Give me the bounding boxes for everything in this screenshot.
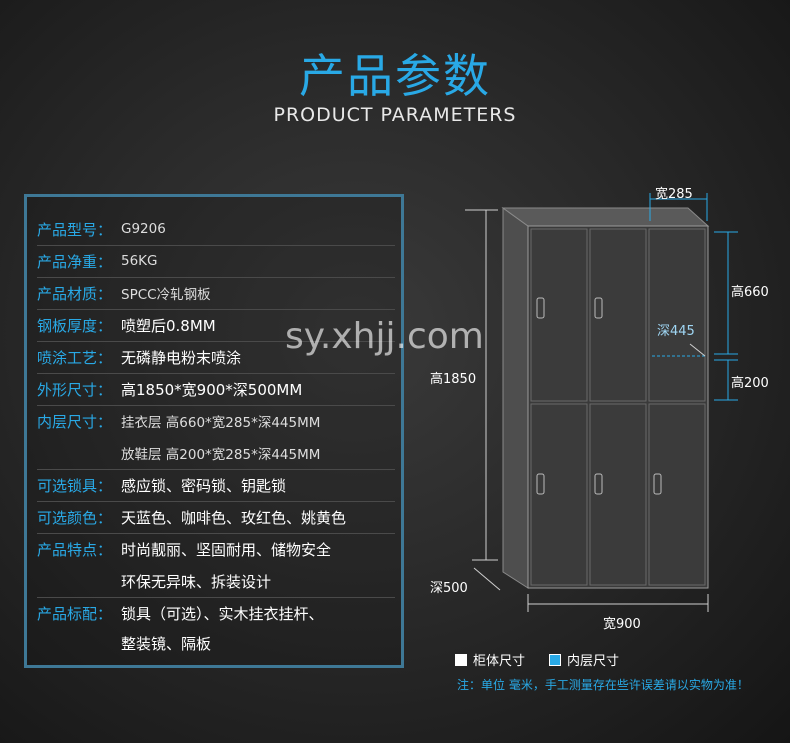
- dim-label-width-900: 宽900: [603, 617, 641, 632]
- param-value: 无磷静电粉末喷涂: [121, 348, 242, 367]
- dim-line: [473, 567, 501, 591]
- locker-door: [530, 228, 588, 402]
- param-value: G9206: [121, 221, 166, 237]
- door-handle: [653, 473, 662, 495]
- door-handle: [594, 473, 603, 495]
- dim-label-depth-500: 深500: [430, 581, 468, 596]
- param-row: 内层尺寸： 挂衣层 高660*宽285*深445MM: [37, 405, 395, 437]
- param-row: 环保无异味、拆装设计: [37, 565, 395, 598]
- page-subtitle: PRODUCT PARAMETERS: [273, 104, 517, 126]
- page-title: 产品参数: [299, 49, 491, 103]
- param-label: 可选锁具：: [37, 476, 113, 495]
- legend-swatch-blue: [549, 653, 561, 666]
- param-value: 感应锁、密码锁、钥匙锁: [121, 476, 287, 495]
- param-value: 整装镜、隔板: [121, 634, 212, 653]
- locker-door: [648, 228, 706, 402]
- door-handle: [594, 297, 603, 319]
- param-value: 高1850*宽900*深500MM: [121, 380, 303, 399]
- param-label: 产品净重：: [37, 252, 113, 271]
- param-value: 喷塑后0.8MM: [121, 316, 216, 335]
- param-label: 产品特点：: [37, 540, 113, 559]
- param-label: 产品材质：: [37, 284, 113, 303]
- param-label: 可选颜色：: [37, 508, 113, 527]
- dim-label-depth-445: 深445: [657, 324, 695, 339]
- param-value: SPCC冷轧钢板: [121, 287, 211, 303]
- measurement-note: 注：单位 毫米，手工测量存在些许误差请以实物为准！: [457, 678, 749, 692]
- param-row: 产品材质： SPCC冷轧钢板: [37, 277, 395, 310]
- legend-swatch-white: [455, 653, 467, 666]
- param-label: 钢板厚度：: [37, 316, 113, 335]
- param-value: 56KG: [121, 253, 158, 269]
- watermark: sy.xhjj.com: [285, 316, 484, 357]
- param-row: 可选颜色： 天蓝色、咖啡色、玫红色、姚黄色: [37, 501, 395, 534]
- param-row: 钢板厚度： 喷塑后0.8MM: [37, 309, 395, 342]
- legend-cabinet: 柜体尺寸: [455, 650, 525, 669]
- param-row: 整装镜、隔板: [37, 627, 395, 659]
- dim-label-height-200: 高200: [731, 376, 769, 391]
- dim-label-height-1850: 高1850: [430, 372, 477, 387]
- cabinet-top: [501, 207, 710, 227]
- param-row: 外形尺寸： 高1850*宽900*深500MM: [37, 373, 395, 406]
- param-row: 产品特点： 时尚靓丽、坚固耐用、储物安全: [37, 533, 395, 565]
- param-value: 挂衣层 高660*宽285*深445MM: [121, 415, 321, 431]
- param-row: 喷涂工艺： 无磷静电粉末喷涂: [37, 341, 395, 374]
- param-value: 天蓝色、咖啡色、玫红色、姚黄色: [121, 508, 347, 527]
- param-label: 内层尺寸：: [37, 412, 113, 431]
- param-row: 产品标配： 锁具（可选）、实木挂衣挂杆、: [37, 597, 395, 629]
- cabinet-side: [502, 207, 529, 589]
- param-label: 外形尺寸：: [37, 380, 113, 399]
- depth-indicator: [689, 343, 706, 357]
- param-label: 产品型号：: [37, 220, 113, 239]
- param-value: 环保无异味、拆装设计: [121, 572, 272, 591]
- param-row: 放鞋层 高200*宽285*深445MM: [37, 437, 395, 470]
- param-row: 可选锁具： 感应锁、密码锁、钥匙锁: [37, 469, 395, 502]
- dim-label-height-660: 高660: [731, 285, 769, 300]
- door-handle: [536, 473, 545, 495]
- legend-label: 内层尺寸: [567, 654, 620, 669]
- param-row: 产品净重： 56KG: [37, 245, 395, 278]
- param-label: 喷涂工艺：: [37, 348, 113, 367]
- param-value: 锁具（可选）、实木挂衣挂杆、: [121, 604, 324, 623]
- locker-door: [589, 228, 647, 402]
- param-label: 产品标配：: [37, 604, 113, 623]
- legend-label: 柜体尺寸: [473, 654, 526, 669]
- param-row: 产品型号： G9206: [37, 213, 395, 246]
- param-value: 时尚靓丽、坚固耐用、储物安全: [121, 540, 332, 559]
- locker-door: [648, 403, 706, 586]
- legend-inner: 内层尺寸: [549, 650, 619, 669]
- params-panel: 产品型号： G9206 产品净重： 56KG 产品材质： SPCC冷轧钢板 钢板…: [24, 194, 404, 668]
- param-value: 放鞋层 高200*宽285*深445MM: [121, 447, 321, 463]
- dim-label-width-285: 宽285: [655, 187, 693, 202]
- door-handle: [536, 297, 545, 319]
